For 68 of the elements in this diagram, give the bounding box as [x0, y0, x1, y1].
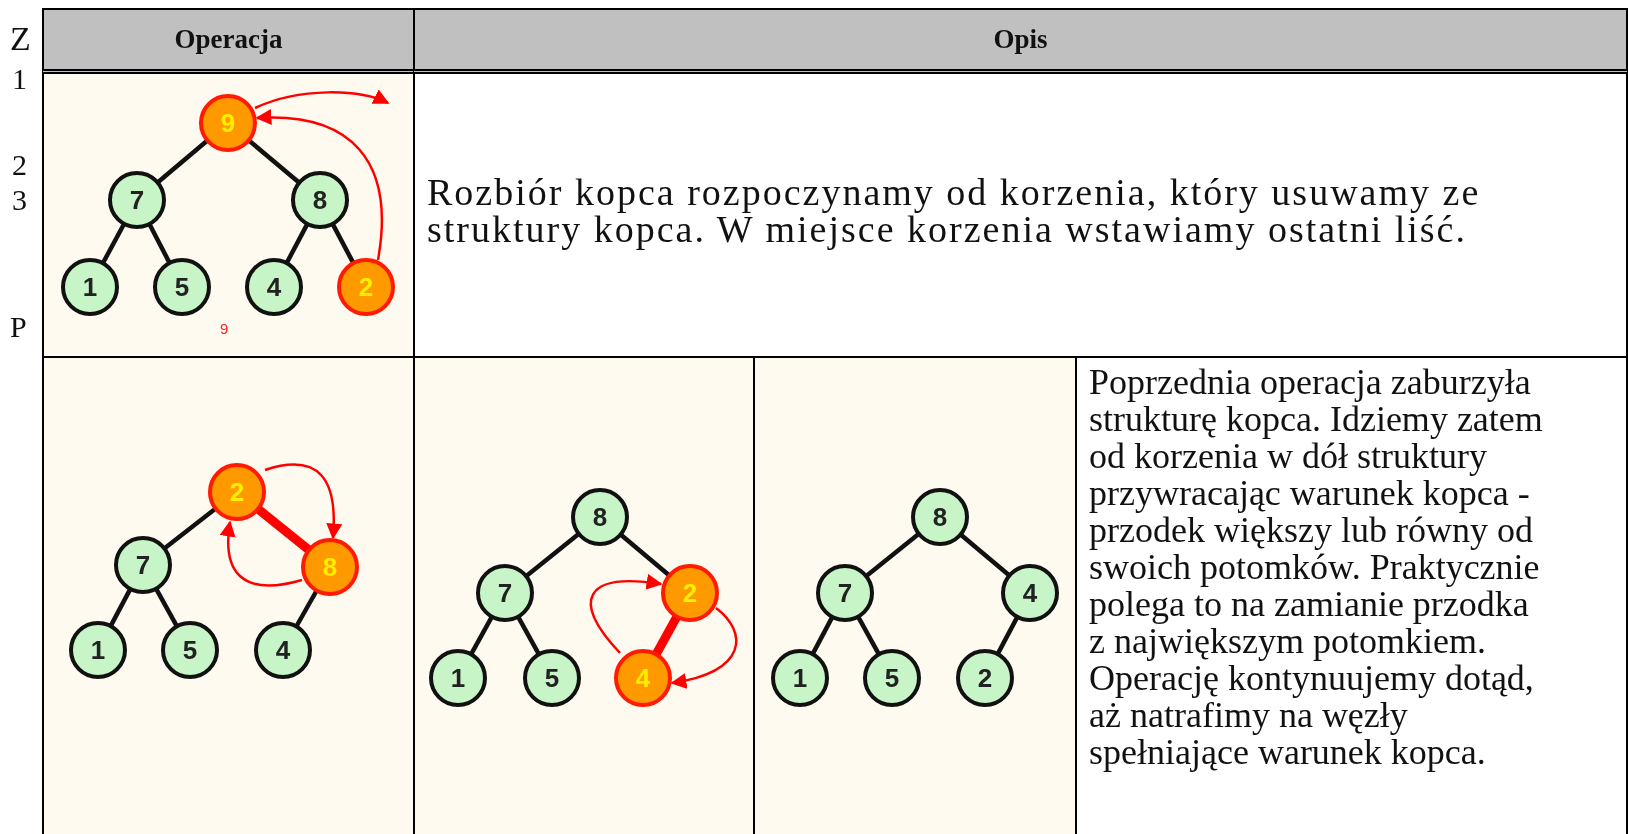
swap-arrow — [589, 574, 663, 654]
tree-branch — [652, 614, 681, 657]
swap-arrow — [220, 520, 303, 587]
heap-node-circle: 1 — [771, 649, 829, 707]
table-cell — [413, 356, 755, 834]
heap-node-circle: 7 — [114, 536, 172, 594]
tree-branch — [856, 615, 881, 656]
table-cell — [753, 356, 1077, 834]
heap-node-circle: 8 — [301, 538, 359, 596]
tree-branch — [284, 222, 310, 265]
value-label: 9 — [220, 320, 229, 337]
heap-node-circle: 4 — [245, 258, 303, 316]
tree-branch — [255, 505, 312, 554]
tree-branch — [156, 138, 209, 185]
heap-node-circle: 4 — [254, 621, 312, 679]
heap-node-circle: 2 — [661, 564, 719, 622]
heap-node-circle: 5 — [863, 649, 921, 707]
tree-branch — [100, 222, 127, 265]
swap-arrow — [264, 463, 342, 540]
heap-node-circle: 5 — [161, 621, 219, 679]
heap-node-circle: 7 — [476, 564, 534, 622]
tree-branch — [959, 532, 1011, 578]
heap-node-circle: 1 — [61, 258, 119, 316]
header-cell — [413, 8, 1628, 74]
tree-branch — [108, 587, 133, 628]
tree-branch — [154, 587, 179, 628]
margin-letter: 2 — [12, 148, 27, 182]
margin-letter: Z — [10, 20, 31, 58]
column-header: Operacja — [174, 24, 283, 55]
heap-node-circle: 1 — [429, 649, 487, 707]
tree-branch — [524, 532, 581, 578]
tree-branch — [294, 589, 319, 628]
table-cell — [42, 356, 415, 834]
heap-node-circle: 8 — [571, 488, 629, 546]
heap-node-circle: 9 — [199, 94, 257, 152]
heap-node-circle: 8 — [291, 171, 349, 229]
heap-node-circle: 8 — [911, 488, 969, 546]
heap-node-circle: 7 — [108, 171, 166, 229]
tree-branch — [162, 506, 218, 551]
heap-node-circle: 5 — [523, 649, 581, 707]
heap-node-circle: 4 — [614, 649, 672, 707]
margin-letter: 1 — [12, 62, 27, 96]
tree-branch — [247, 138, 301, 185]
heap-node-circle: 2 — [337, 258, 395, 316]
tree-branch — [995, 615, 1020, 656]
heap-node-circle: 2 — [956, 649, 1014, 707]
heap-node-circle: 5 — [153, 258, 211, 316]
swap-arrow — [254, 90, 390, 110]
margin-letter: P — [10, 310, 27, 344]
swap-arrow — [255, 109, 383, 261]
swap-arrow — [670, 607, 738, 689]
column-header: Opis — [993, 24, 1048, 55]
heap-node-circle: 4 — [1001, 564, 1059, 622]
heap-node-circle: 7 — [816, 564, 874, 622]
tree-branch — [864, 532, 921, 578]
tree-branch — [469, 615, 494, 656]
table-cell — [42, 72, 415, 358]
description-text: Poprzednia operacja zaburzyła strukturę kopca. Idziemy zatem od korzenia w dół struktury przywracając warunek kopca - przodek większy lub równy od swoich potomków. Praktycznie polega to na zamianie przodka z największym potomkiem. Operację kontynuujemy dotąd, aż natrafimy na węzły spełniające warunek kopca. — [1089, 364, 1544, 771]
heap-node-circle: 2 — [208, 463, 266, 521]
description-text: Rozbiór kopca rozpoczynamy od korzenia, który usuwamy ze struktury kopca. W miejsce korzenia wstawiamy ostatni liść. — [427, 174, 1482, 248]
tree-branch — [330, 222, 356, 265]
heap-node-circle: 1 — [69, 621, 127, 679]
margin-letter: 3 — [12, 183, 27, 217]
tree-branch — [147, 222, 172, 265]
tree-branch — [516, 615, 541, 656]
tree-branch — [619, 532, 671, 578]
header-cell — [42, 8, 415, 74]
tree-branch — [810, 615, 835, 656]
